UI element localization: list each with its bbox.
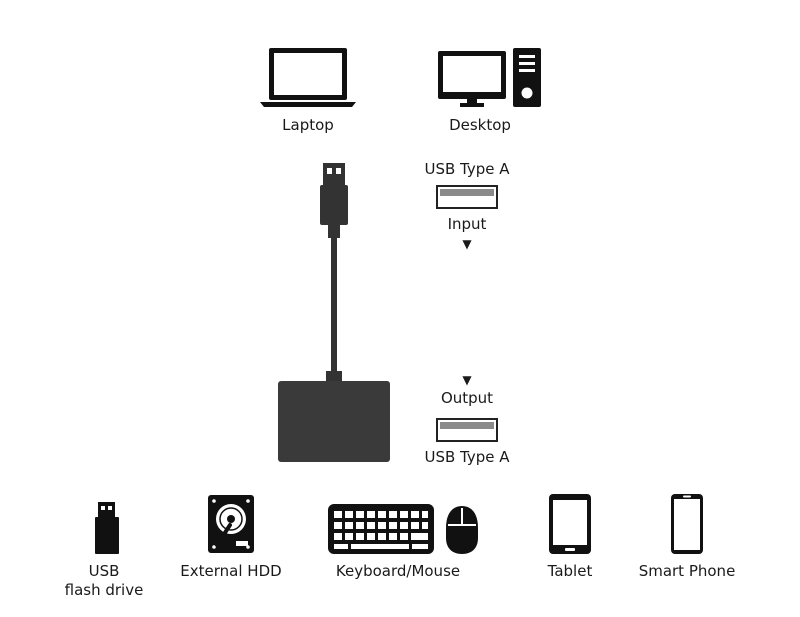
keyboard-mouse-label: Keyboard/Mouse	[335, 562, 461, 580]
tablet-label: Tablet	[547, 562, 593, 580]
usb-type-a-port-icon	[436, 185, 498, 209]
input-type-label: USB Type A	[424, 160, 510, 178]
usb-flash-drive-label-line2: flash drive	[64, 581, 144, 599]
output-arrow: ▼	[462, 373, 472, 387]
external-hdd-icon	[206, 493, 256, 555]
usb-adapter-illustration	[276, 160, 392, 464]
laptop-icon	[258, 46, 358, 108]
input-arrow: ▼	[462, 237, 472, 251]
input-direction-label: Input	[447, 215, 487, 233]
external-hdd-label: External HDD	[180, 562, 282, 580]
usb-type-a-port-icon	[436, 418, 498, 442]
desktop-icon	[436, 46, 544, 108]
output-direction-label: Output	[440, 389, 494, 407]
usb-flash-drive-label-line1: USB	[88, 562, 120, 580]
tablet-icon	[547, 493, 593, 555]
smartphone-label: Smart Phone	[638, 562, 736, 580]
usb-flash-drive-icon	[93, 500, 121, 556]
laptop-label: Laptop	[282, 116, 334, 134]
desktop-label: Desktop	[449, 116, 511, 134]
keyboard-mouse-icon	[326, 502, 482, 556]
smartphone-icon	[669, 493, 705, 555]
output-type-label: USB Type A	[424, 448, 510, 466]
